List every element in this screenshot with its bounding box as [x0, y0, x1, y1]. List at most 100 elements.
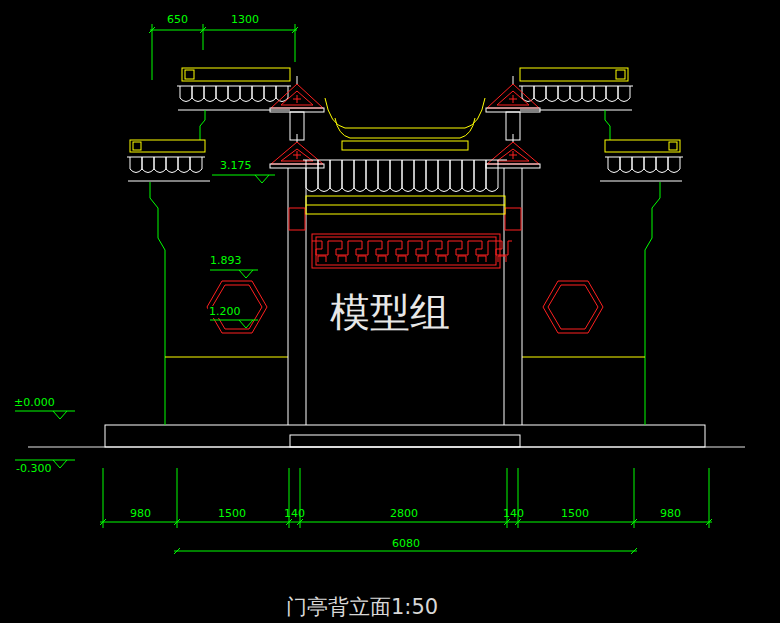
cap-base [486, 108, 540, 112]
level-mark [255, 175, 269, 183]
roof-tiles [306, 160, 498, 192]
ridge-low-fret [133, 142, 141, 150]
dimension-text: ±0.000 [14, 397, 55, 409]
dim-line [203, 24, 204, 50]
ridge-fret [185, 70, 194, 79]
cap-base [486, 164, 540, 168]
beam [306, 196, 505, 214]
dim-line [210, 270, 258, 271]
level-mark [53, 460, 67, 468]
pillar-cap [271, 84, 323, 108]
watermark: 模型组 [330, 290, 450, 334]
dim-line [100, 522, 712, 523]
ridge-low [130, 140, 205, 152]
roof-eave [519, 86, 633, 87]
ridge-fret [616, 70, 625, 79]
roof-eave [177, 86, 291, 87]
ridge-low [605, 140, 680, 152]
eave-low-base [128, 181, 210, 182]
pillar-panel [505, 208, 521, 230]
pillar-panel [289, 208, 305, 230]
level-mark [239, 320, 253, 328]
dim-line [152, 24, 153, 80]
cap-finial [297, 76, 298, 84]
hex-window [543, 281, 603, 333]
cap-base [270, 108, 324, 112]
pillar-cap-inner [281, 149, 313, 161]
pillar [522, 168, 523, 425]
wall-upper [200, 110, 205, 140]
beam-line [306, 205, 505, 206]
pillar-cap [487, 84, 539, 108]
dimension-text: 140 [284, 508, 305, 520]
dim-line [210, 320, 258, 321]
level-mark [53, 411, 67, 419]
dimension-text: 980 [660, 508, 681, 520]
wall-line [165, 357, 288, 358]
ridge-low-fret [669, 142, 677, 150]
dimension-text: -0.300 [16, 463, 51, 475]
pillar-cap-inner [281, 91, 313, 105]
step [290, 435, 520, 447]
wall-line [522, 357, 645, 358]
dim-tick [631, 548, 637, 554]
pillar-cap [271, 142, 323, 164]
eave-base [520, 110, 632, 111]
cap-finial [513, 76, 514, 84]
dimension-text: 2800 [390, 508, 418, 520]
dimension-text: 3.175 [220, 160, 252, 172]
dim-line [634, 468, 635, 528]
wall-upper [605, 110, 610, 140]
right-wing [486, 68, 683, 425]
wall-outline [645, 182, 660, 425]
pillar [288, 168, 289, 425]
dimension-text: 140 [503, 508, 524, 520]
ridge [520, 68, 628, 81]
dim-line [103, 468, 104, 528]
dim-tick [174, 548, 180, 554]
roof-tiles [180, 86, 288, 102]
pillar-cap [487, 142, 539, 164]
drawing-caption: 门亭背立面1:50 [286, 596, 438, 619]
cap-finial [297, 134, 298, 142]
center-gate [303, 98, 512, 268]
cap-ornament [293, 151, 301, 159]
lattice-inner [316, 237, 496, 265]
dimension-text: 1300 [231, 14, 259, 26]
cap-ornament [509, 151, 517, 159]
dimension-text: 650 [167, 14, 188, 26]
dim-line [295, 24, 296, 62]
pillar-cap-inner [497, 91, 529, 105]
plinth [105, 425, 705, 447]
level-mark [239, 270, 253, 278]
eave-base [178, 110, 290, 111]
cap-ornament [509, 95, 517, 103]
dim-line [15, 411, 75, 412]
left-wing [127, 68, 324, 425]
hex-window-inner [548, 285, 598, 329]
roof-tiles [130, 157, 202, 173]
wall-outline [150, 182, 165, 425]
ornate-ridge-2 [335, 118, 475, 138]
dimension-text: 1.200 [208, 306, 242, 318]
dim-line [177, 468, 178, 528]
roof-tiles [608, 157, 680, 173]
dimension-text: 1.893 [210, 255, 242, 267]
dim-line [15, 460, 75, 461]
dim-line [212, 175, 275, 176]
ridge [182, 68, 290, 81]
dimension-text: 980 [130, 508, 151, 520]
dimension-lines [15, 24, 712, 554]
hex-window [207, 281, 267, 333]
dim-line [150, 30, 297, 31]
roof-eave [605, 157, 683, 158]
dimension-text: 1500 [218, 508, 246, 520]
pillar-cap-inner [497, 149, 529, 161]
roof-tiles [522, 86, 630, 102]
ornate-ridge [325, 98, 485, 128]
dimension-text: 1500 [561, 508, 589, 520]
lattice [312, 234, 500, 268]
cap-finial [513, 134, 514, 142]
lattice-fret [312, 241, 512, 262]
